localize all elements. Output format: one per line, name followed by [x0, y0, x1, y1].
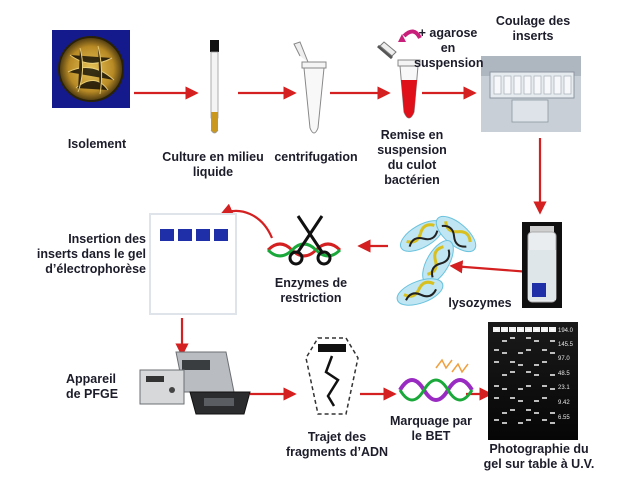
- gel-ladder-label: 97.0: [558, 356, 570, 362]
- gel-well-mark: [549, 327, 556, 332]
- gel-ladder-label: 48.5: [558, 371, 570, 377]
- label-enzymes: Enzymes de restriction: [274, 276, 348, 305]
- gel-ladder-label: 194.0: [558, 328, 574, 334]
- electrophoresis-gel-image: [149, 213, 237, 315]
- gel-well-4: [214, 229, 228, 241]
- label-lysozymes: lysozymes: [448, 296, 512, 310]
- swirl-icon: [402, 29, 422, 39]
- arrow-enzymes-to-gel: [219, 203, 274, 239]
- blue-insert-block: [532, 283, 546, 297]
- gel-well-mark: [525, 327, 532, 332]
- gel-photograph-image: [488, 322, 578, 440]
- label-coulage: Coulage des inserts: [495, 14, 571, 43]
- gel-well-mark: [501, 327, 508, 332]
- label-agarose: + agarose en suspension: [414, 26, 484, 70]
- gel-well-3: [196, 229, 210, 241]
- pfge-apparatus-image: [139, 351, 251, 415]
- resuspension-tube-image: [377, 29, 422, 119]
- gel-ladder-label: 9.42: [558, 400, 570, 406]
- gel-well-mark: [493, 327, 500, 332]
- centrifuge-tube-image: [293, 41, 327, 134]
- label-trajet: Trajet des fragments d’ADN: [285, 430, 389, 459]
- gel-well-2: [178, 229, 192, 241]
- label-insertion: Insertion des inserts dans le gel d’élec…: [36, 232, 146, 276]
- restriction-enzyme-image: [266, 215, 342, 266]
- gel-well-mark: [517, 327, 524, 332]
- insert-molds-image: [481, 56, 581, 132]
- gel-ladder-label: 6.55: [558, 415, 570, 421]
- arrow-vial-to-lysozyme: [449, 260, 531, 274]
- gel-well-mark: [533, 327, 540, 332]
- gel-well-1: [160, 229, 174, 241]
- label-marquage: Marquage par le BET: [390, 414, 472, 443]
- label-appareil: Appareil de PFGE: [66, 372, 119, 401]
- gel-ladder-labels: 194.0 145.5 97.0 48.5 23.1 9.42 6.55: [558, 328, 590, 438]
- culture-tube-image: [210, 40, 219, 134]
- label-centrifugation: centrifugation: [274, 150, 358, 164]
- label-isolement: Isolement: [67, 137, 127, 151]
- petri-dish-image: [52, 30, 130, 108]
- lysozyme-cluster-image: [396, 215, 477, 306]
- gel-ladder-label: 145.5: [558, 342, 574, 348]
- dna-path-image: [305, 337, 359, 415]
- vial-image: [522, 222, 562, 308]
- label-culture: Culture en milieu liquide: [162, 150, 264, 179]
- gel-well-mark: [509, 327, 516, 332]
- gel-ladder-label: 23.1: [558, 385, 570, 391]
- bet-marking-image: [398, 358, 474, 402]
- label-photo: Photographie du gel sur table à U.V.: [483, 442, 595, 471]
- scissors-icon: [288, 215, 332, 266]
- label-remise: Remise en suspension du culot bactérien: [377, 128, 447, 187]
- gel-well-mark: [541, 327, 548, 332]
- gel-lanes: [493, 327, 556, 424]
